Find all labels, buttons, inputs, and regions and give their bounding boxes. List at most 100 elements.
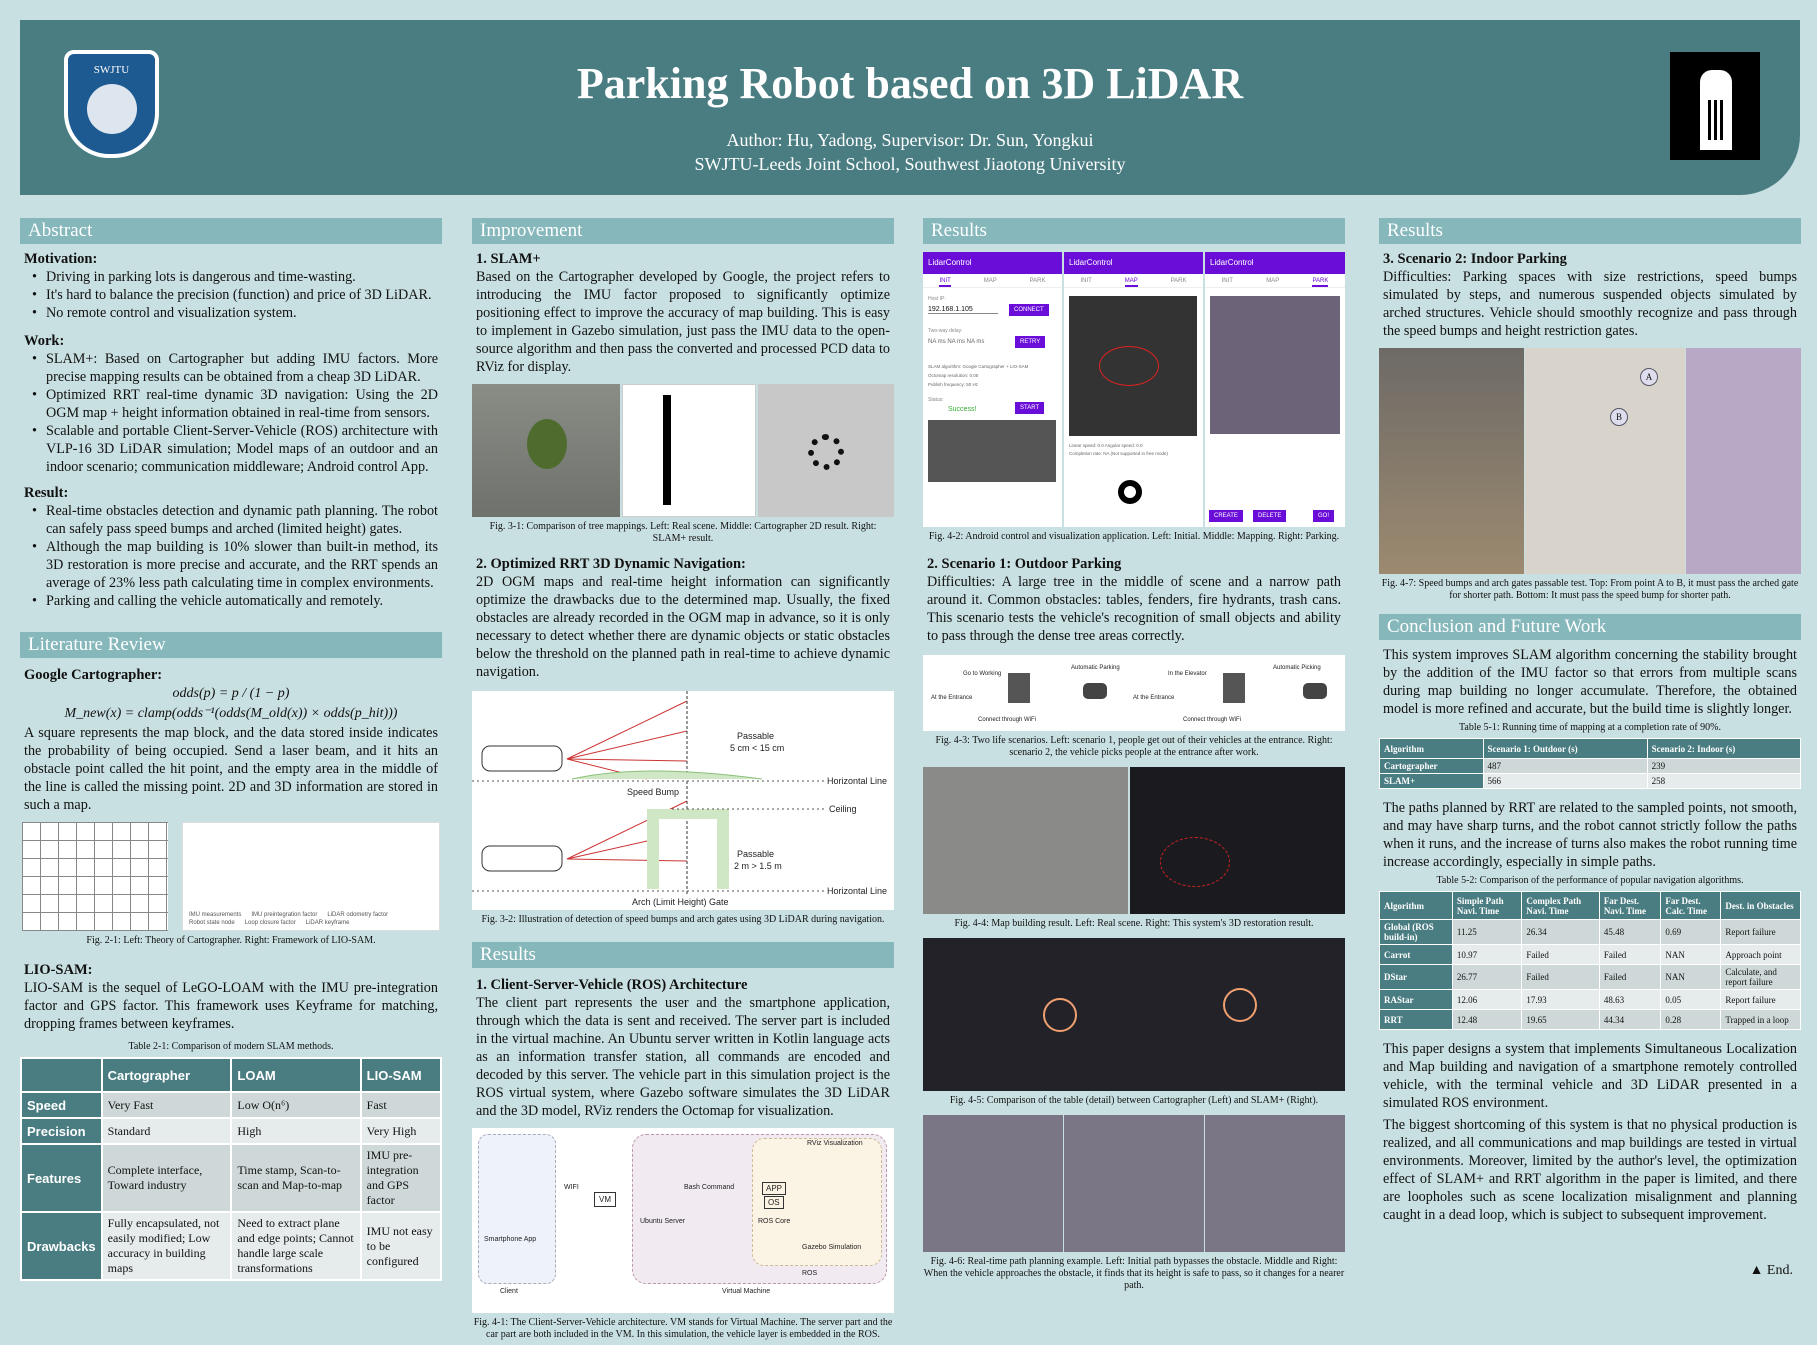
figure-4-1-caption: Fig. 4-1: The Client-Server-Vehicle arch… xyxy=(473,1317,893,1340)
tab-park[interactable]: PARK xyxy=(1312,274,1329,287)
label-automatic-picking: Automatic Picking xyxy=(1273,665,1321,671)
indoor-text: Difficulties: Parking spaces with size r… xyxy=(1383,269,1797,339)
building-icon xyxy=(1008,673,1030,703)
indoor-heading: 3. Scenario 2: Indoor Parking xyxy=(1383,251,1567,267)
authors: Author: Hu, Yadong, Supervisor: Dr. Sun,… xyxy=(20,128,1800,176)
figure-2-1: IMU measurements IMU preintegration facto… xyxy=(20,822,442,931)
table-cell: Time stamp, Scan-to-scan and Map-to-map xyxy=(230,1143,362,1213)
column-header: Dest. in Obstacles xyxy=(1720,891,1801,920)
table-cell: 0.69 xyxy=(1660,919,1722,945)
label-entrance-2: At the Entrance xyxy=(1133,695,1175,701)
connect-button[interactable]: CONNECT xyxy=(1009,304,1049,316)
table-cell: Report failure xyxy=(1720,919,1801,945)
table-cell: High xyxy=(230,1117,362,1145)
host-ip-input[interactable]: 192.168.1.105 xyxy=(928,306,998,314)
legend-item: IMU preintegration factor xyxy=(251,912,318,918)
map-update-formula: M_new(x) = clamp(odds⁻¹(odds(M_old(x)) ×… xyxy=(64,706,398,721)
table-cell: 12.48 xyxy=(1451,1009,1523,1030)
legend-item: Loop closure factor xyxy=(244,920,296,926)
list-item: No remote control and visualization syst… xyxy=(32,304,438,322)
create-button[interactable]: CREATE xyxy=(1209,510,1243,522)
label-speed-bump: Speed Bump xyxy=(627,787,680,797)
go-button[interactable]: GO! xyxy=(1313,510,1335,522)
column-header: Simple Path Navi. Time xyxy=(1451,891,1523,920)
tab-park[interactable]: PARK xyxy=(1029,278,1046,284)
tab-init[interactable]: INIT xyxy=(939,274,951,287)
speed-readout: Linear speed: 0.0 Angular speed: 0.0 xyxy=(1069,443,1143,448)
tab-init[interactable]: INIT xyxy=(1221,278,1233,284)
tab-map[interactable]: MAP xyxy=(983,278,997,284)
tab-park[interactable]: PARK xyxy=(1170,278,1187,284)
table-cell: Standard xyxy=(100,1117,233,1145)
section-improvement: Improvement xyxy=(472,218,894,244)
table-cell: 45.48 xyxy=(1598,919,1662,945)
column-header: Far Dest. Calc. Time xyxy=(1660,891,1722,920)
table-cell: 566 xyxy=(1482,773,1648,789)
row-header: RRT xyxy=(1379,1009,1453,1030)
rrt-heading: 2. Optimized RRT 3D Dynamic Navigation: xyxy=(476,556,746,572)
table-cell: IMU not easy to be configured xyxy=(359,1211,443,1281)
table-cell: Trapped in a loop xyxy=(1720,1009,1801,1030)
list-item: Although the map building is 10% slower … xyxy=(32,538,438,592)
table-cell: 487 xyxy=(1482,758,1648,774)
table-cell: Fast xyxy=(359,1091,443,1119)
lio-sam-framework: IMU measurements IMU preintegration facto… xyxy=(182,822,440,931)
figure-4-2-caption: Fig. 4-2: Android control and visualizat… xyxy=(928,531,1340,542)
figure-4-4-caption: Fig. 4-4: Map building result. Left: Rea… xyxy=(954,918,1314,929)
map-view xyxy=(1069,296,1197,436)
figure-4-3: Go to Working Automatic Parking At the E… xyxy=(923,655,1345,731)
table-cell: 0.05 xyxy=(1660,989,1722,1010)
start-button[interactable]: START xyxy=(1015,402,1045,414)
delete-button[interactable]: DELETE xyxy=(1253,510,1287,522)
list-item: Scalable and portable Client-Server-Vehi… xyxy=(32,422,438,476)
tab-map[interactable]: MAP xyxy=(1266,278,1280,284)
real-parking-photo xyxy=(1379,348,1524,574)
tab-init[interactable]: INIT xyxy=(1080,278,1092,284)
column-header: Complex Path Navi. Time xyxy=(1521,891,1600,920)
figure-4-1: Smartphone App Client WIFI VM Bash Comma… xyxy=(472,1128,894,1313)
label-vm: VM xyxy=(594,1192,616,1207)
cartographer-grid xyxy=(22,822,168,931)
tower-icon xyxy=(1700,70,1732,150)
legend-item: IMU measurements xyxy=(189,912,242,918)
table-cell: 10.97 xyxy=(1451,944,1523,965)
conclusion-text-2: The paths planned by RRT are related to … xyxy=(1383,800,1797,870)
table-cell: NAN xyxy=(1660,944,1722,965)
row-header: SLAM+ xyxy=(1379,773,1484,789)
column-4: Results 3. Scenario 2: Indoor Parking Di… xyxy=(1379,218,1802,1224)
column-header: Scenario 2: Indoor (s) xyxy=(1646,738,1802,759)
label-arch-gate: Arch (Limit Height) Gate xyxy=(632,897,729,907)
table-cell: Fully encapsulated, not easily modified;… xyxy=(100,1211,233,1281)
leeds-logo xyxy=(1670,52,1760,160)
poster-header: SWJTU Parking Robot based on 3D LiDAR Au… xyxy=(20,20,1800,195)
label-app: APP xyxy=(762,1182,787,1195)
point-a-marker: A xyxy=(1640,368,1658,386)
retry-button[interactable]: RETRY xyxy=(1015,336,1046,348)
legend-item: LiDAR keyframe xyxy=(305,920,350,926)
slam-algorithm: SLAM algorithm: Google Cartographer + LI… xyxy=(928,364,1029,369)
joystick[interactable] xyxy=(1118,480,1142,504)
figure-4-3-caption: Fig. 4-3: Two life scenarios. Left: scen… xyxy=(935,735,1333,758)
table-cell: 26.77 xyxy=(1451,964,1523,990)
list-item: Optimized RRT real-time dynamic 3D navig… xyxy=(32,386,438,422)
label-ros: ROS xyxy=(802,1270,818,1277)
tab-map[interactable]: MAP xyxy=(1124,274,1138,287)
label-bump-condition: 5 cm < 15 cm xyxy=(730,743,785,753)
legend-item: Robot state node xyxy=(189,920,235,926)
table-cell: 48.63 xyxy=(1598,989,1662,1010)
table-cell: Very Fast xyxy=(100,1091,233,1119)
table-cell: Low O(n⁶) xyxy=(230,1091,362,1119)
